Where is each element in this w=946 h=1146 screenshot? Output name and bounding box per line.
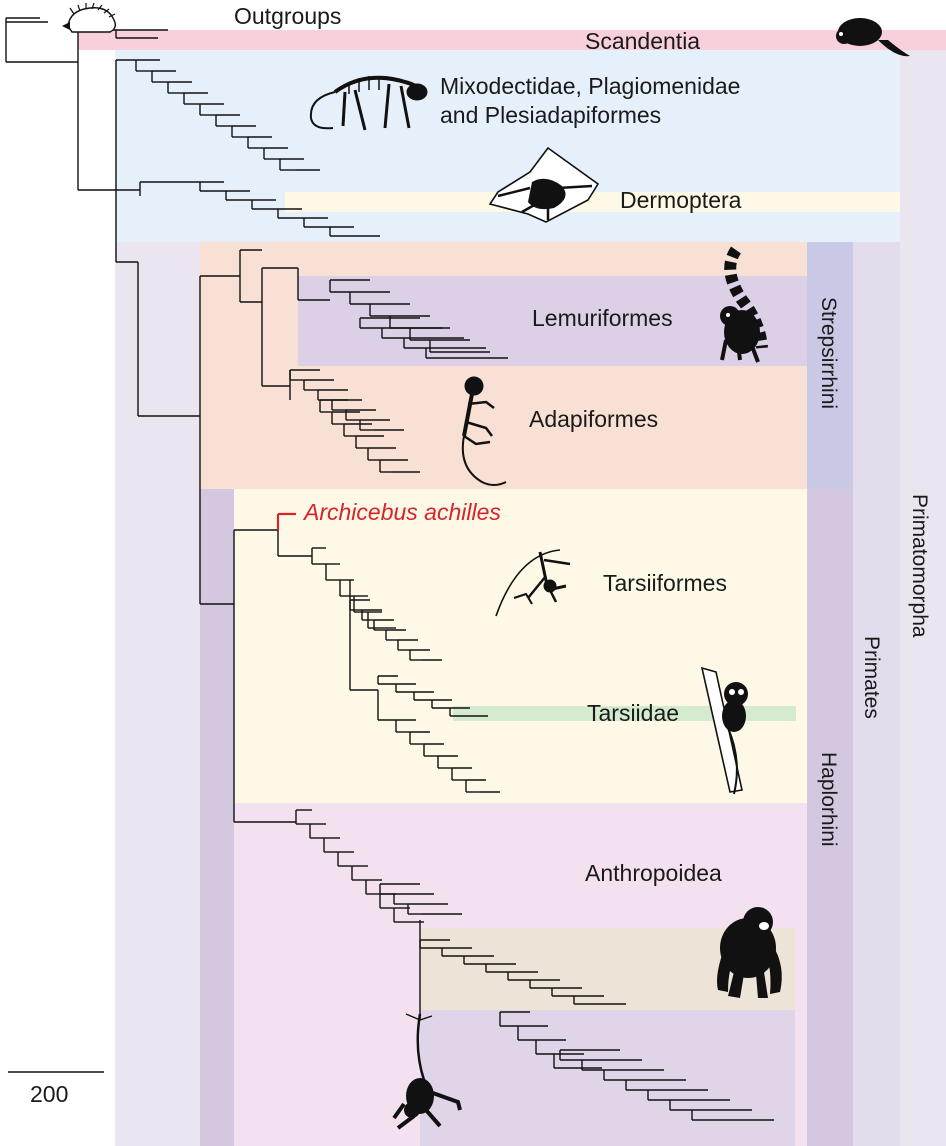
scandentia-label: Scandentia: [585, 28, 700, 54]
ring-tailed-lemur-icon: [720, 246, 768, 363]
tarsiidae-band: [453, 706, 796, 721]
dermoptera-band: [285, 192, 900, 212]
mixodectidae-label-line1: Mixodectidae, Plagiomenidae: [440, 73, 740, 99]
haplorhini-right-bar: [807, 489, 853, 1146]
mixodectidae-label-line2: and Plesiadapiformes: [440, 102, 661, 128]
dermoptera-label: Dermoptera: [620, 187, 742, 213]
spider-monkey-icon: [392, 1013, 462, 1130]
clade-panels: [78, 30, 946, 1146]
outgroups-label: Outgroups: [234, 3, 341, 29]
tree-branches: [5, 17, 774, 1121]
scandentia-band: [78, 30, 946, 50]
anthropoidea-label: Anthropoidea: [585, 860, 722, 886]
platyrrhini-panel: [420, 1010, 795, 1146]
adapiform-skeleton-icon: [461, 376, 507, 486]
archicebus-label: Archicebus achilles: [302, 499, 501, 525]
lemuriformes-label: Lemuriformes: [532, 305, 673, 331]
primates-bar: [853, 242, 900, 1146]
tarsiiformes-label: Tarsiiformes: [603, 570, 727, 596]
primatomorpha-bar: [900, 50, 946, 1146]
tarsiiformes-panel: [234, 489, 807, 803]
tarsier-icon: [700, 666, 748, 795]
haplorhini-label: Haplorhini: [817, 752, 840, 847]
strepsirrhini-label: Strepsirrhini: [817, 297, 840, 409]
plesiadapiform-skeleton-icon: [309, 75, 428, 131]
tarsiidae-label: Tarsiidae: [587, 700, 679, 726]
archicebus-skeleton-icon: [495, 549, 571, 617]
hedgehog-icon: [62, 2, 117, 33]
primates-label: Primates: [860, 636, 883, 719]
treeshrew-icon: [836, 18, 910, 57]
scale-bar-label: 200: [30, 1081, 68, 1107]
primatomorpha-label: Primatomorpha: [908, 494, 931, 638]
adapiformes-label: Adapiformes: [529, 406, 658, 432]
colugo-icon: [488, 146, 600, 223]
strepsirrhini-bar: [807, 242, 853, 489]
chimpanzee-icon: [717, 907, 782, 998]
haplorhini-bar: [200, 489, 234, 1146]
